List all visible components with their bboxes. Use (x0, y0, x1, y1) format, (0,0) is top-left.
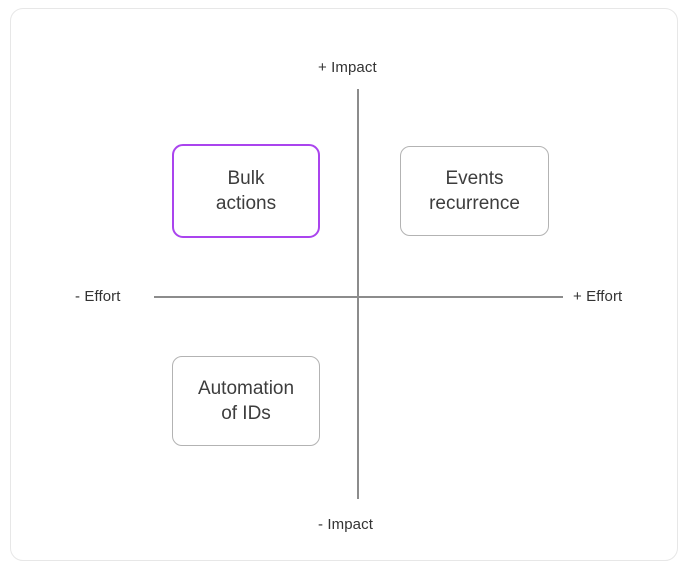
matrix-card-label-line1: Bulk (227, 167, 265, 189)
axis-label-impact-negative: - Impact (318, 516, 373, 533)
axis-label-impact-positive: + Impact (318, 59, 377, 76)
matrix-frame: + Impact - Impact - Effort + Effort Bulk… (10, 8, 678, 561)
matrix-card-label-line2: recurrence (429, 193, 520, 214)
matrix-card-label-line2: of IDs (221, 403, 271, 424)
matrix-card-label: Events recurrence (423, 166, 526, 216)
matrix-card-label: Automation of IDs (192, 376, 300, 426)
matrix-card-label: Bulk actions (210, 166, 282, 216)
matrix-card-label-line1: Events (445, 167, 504, 189)
axis-label-effort-positive: + Effort (573, 288, 623, 305)
matrix-card-bulk-actions[interactable]: Bulk actions (172, 144, 320, 238)
matrix-card-events-recurrence[interactable]: Events recurrence (400, 146, 549, 236)
matrix-card-automation-of-ids[interactable]: Automation of IDs (172, 356, 320, 446)
axis-label-effort-negative: - Effort (75, 288, 121, 305)
impact-axis-line (357, 89, 359, 499)
matrix-card-label-line1: Automation (197, 377, 295, 399)
effort-axis-line (154, 296, 563, 298)
matrix-card-label-line2: actions (215, 193, 277, 214)
